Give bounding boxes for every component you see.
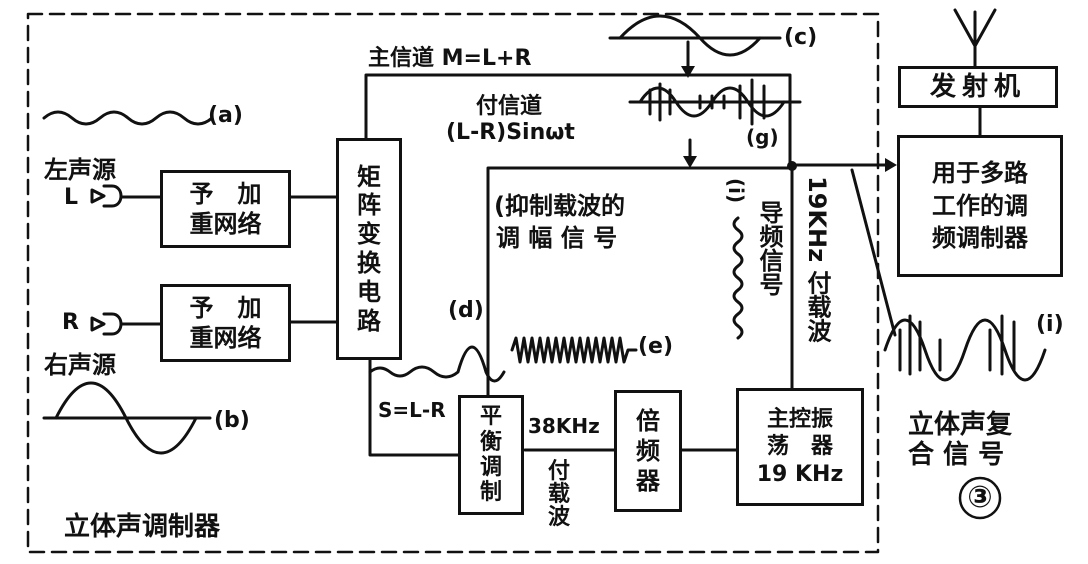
wave-i <box>883 314 1047 382</box>
left-channel-label: L <box>64 185 79 210</box>
modulator-label: 立体声调制器 <box>64 512 221 542</box>
wave-pilot <box>732 216 744 340</box>
pre-emphasis-right-box: 予 加 重网络 <box>160 284 291 362</box>
wave-c-label: (c) <box>784 25 818 50</box>
main-channel-label: 主信道 M=L+R <box>368 46 532 71</box>
main-channel-line <box>364 73 792 167</box>
right-source-label: 右声源 <box>44 351 116 379</box>
wave-c <box>608 14 782 57</box>
wave-b-label: (b) <box>214 408 250 433</box>
wave-g-label: (g) <box>746 125 779 149</box>
wave-e-label: (e) <box>638 334 674 359</box>
right-speaker-icon <box>90 312 123 336</box>
wave-i-vertical-label: (i) <box>724 178 748 204</box>
wave-d <box>368 345 506 383</box>
pre-emphasis-left-box: 予 加 重网络 <box>160 170 291 248</box>
wave-i-label: (i) <box>1036 312 1064 337</box>
carrier-38k-label: 38KHz <box>528 414 600 438</box>
figure-number-circle <box>958 476 1002 520</box>
s-signal-label: S=L-R <box>378 398 446 422</box>
left-source-label: 左声源 <box>44 156 116 184</box>
transmitter-box: 发射机 <box>898 66 1058 108</box>
matrix-box: 矩 阵 变 换 电 路 <box>336 138 402 360</box>
wave-a <box>42 110 214 126</box>
right-channel-label: R <box>62 310 79 335</box>
figure-number: ③ <box>967 480 993 515</box>
suppressed-carrier-label-1: (抑制载波的 <box>494 192 625 220</box>
balanced-modulator-box: 平 衡 调 制 <box>458 395 524 515</box>
wave-g <box>628 78 802 126</box>
modulator-enclosure <box>26 12 880 554</box>
wave-b <box>42 381 212 455</box>
sub-channel-label: 付信道 <box>476 94 543 119</box>
sub-channel-formula: (L-R)Sinωt <box>446 120 575 145</box>
wave-e <box>510 336 638 364</box>
pilot-signal-label: 导频信号 <box>755 200 783 296</box>
suppressed-carrier-label-2: 调 幅 信 号 <box>496 224 618 252</box>
left-speaker-icon <box>90 184 123 208</box>
frequency-doubler-box: 倍 频 器 <box>614 390 682 512</box>
s-signal-line <box>368 356 460 457</box>
composite-signal-label-2: 合 信 号 <box>908 440 1005 470</box>
wave-a-label: (a) <box>208 103 243 128</box>
composite-signal-label-1: 立体声复 <box>908 410 1013 440</box>
subcarrier-label: 付 载 波 <box>548 459 571 531</box>
sub-channel-line <box>486 166 792 397</box>
master-oscillator-box: 主控振 荡 器 19 KHz <box>736 388 864 506</box>
fm-modulator-box: 用于多路 工作的调 频调制器 <box>897 135 1063 277</box>
wave-d-label: (d) <box>448 298 484 323</box>
antenna-icon <box>953 8 997 68</box>
subcarrier-19k-label: 19KHz 付载波 <box>803 176 831 343</box>
